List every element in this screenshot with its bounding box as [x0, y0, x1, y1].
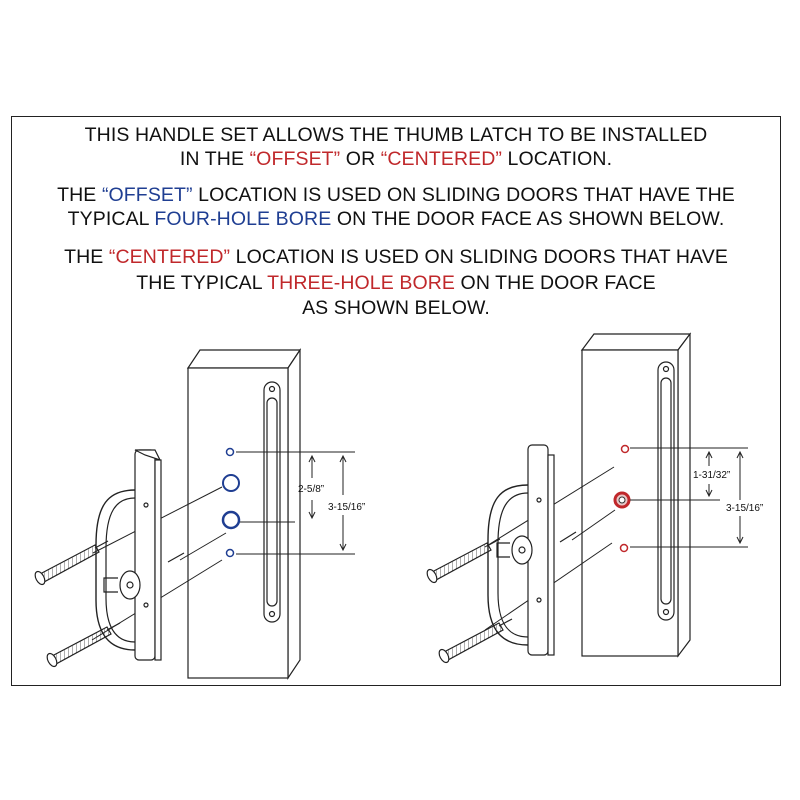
handle-left	[95, 449, 162, 661]
offset-line-2: TYPICAL FOUR-HOLE BORE ON THE DOOR FACE …	[11, 208, 781, 231]
bore-hole-bottom-right	[619, 543, 629, 553]
four-hole-bore	[221, 447, 241, 558]
intro-text-2b: OR	[340, 148, 381, 170]
screw-right-top	[426, 538, 501, 584]
offset-text-d: ON THE DOOR FACE AS SHOWN BELOW.	[331, 208, 725, 230]
offset-diagram	[34, 348, 355, 680]
intro-text-1: THIS HANDLE SET ALLOWS THE THUMB LATCH T…	[84, 124, 708, 146]
centered-line-2: THE TYPICAL THREE-HOLE BORE ON THE DOOR …	[11, 272, 781, 295]
centered-diagram	[426, 332, 748, 664]
three-hole-bore-term: THREE-HOLE BORE	[267, 272, 456, 294]
screw-left-bottom	[46, 622, 121, 668]
latch-stud-left	[167, 552, 185, 563]
offset-term-2: “OFFSET”	[101, 184, 193, 206]
offset-term: “OFFSET”	[249, 148, 341, 170]
centered-text-a: THE	[64, 246, 109, 268]
centered-text-e: AS SHOWN BELOW.	[302, 297, 490, 319]
diagram-frame	[11, 116, 781, 686]
centered-term: “CENTERED”	[380, 148, 503, 170]
centered-text-c: THE TYPICAL	[136, 272, 268, 294]
centered-line-1: THE “CENTERED” LOCATION IS USED ON SLIDI…	[11, 246, 781, 269]
centered-text-b: LOCATION IS USED ON SLIDING DOORS THAT H…	[230, 246, 728, 268]
offset-line-1: THE “OFFSET” LOCATION IS USED ON SLIDING…	[11, 184, 781, 207]
dimension-lines-right	[630, 447, 748, 548]
handle-right	[487, 444, 555, 656]
centered-term-2: “CENTERED”	[108, 246, 231, 268]
intro-line-2: IN THE “OFFSET” OR “CENTERED” LOCATION.	[11, 148, 781, 171]
bore-hole-large-1	[222, 474, 240, 492]
bore-hole-bottom	[225, 548, 235, 558]
offset-text-c: TYPICAL	[67, 208, 155, 230]
offset-text-a: THE	[57, 184, 102, 206]
intro-text-2a: IN THE	[179, 148, 250, 170]
door-stile-right	[580, 332, 692, 658]
centered-line-3: AS SHOWN BELOW.	[11, 297, 781, 320]
bore-hole-large-2	[221, 510, 241, 530]
offset-text-b: LOCATION IS USED ON SLIDING DOORS THAT H…	[192, 184, 735, 206]
bore-hole-top	[225, 447, 235, 457]
dimension-lines-left	[236, 451, 355, 555]
dim-inner-left: 2-5/8”	[298, 484, 324, 495]
door-stile-left	[186, 348, 302, 680]
centered-text-d: ON THE DOOR FACE	[455, 272, 656, 294]
dim-outer-right: 3-15/16”	[726, 503, 763, 514]
intro-line-1: THIS HANDLE SET ALLOWS THE THUMB LATCH T…	[11, 124, 781, 147]
dim-outer-left: 3-15/16”	[328, 502, 365, 513]
intro-text-2c: LOCATION.	[502, 148, 613, 170]
four-hole-bore-term: FOUR-HOLE BORE	[154, 208, 332, 230]
latch-stud-right	[559, 531, 577, 543]
bore-hole-top-right	[620, 444, 630, 454]
dim-inner-right: 1-31/32”	[693, 470, 730, 481]
screw-left-top	[34, 540, 109, 586]
three-hole-bore	[613, 444, 631, 553]
screw-right-bottom	[438, 618, 513, 664]
